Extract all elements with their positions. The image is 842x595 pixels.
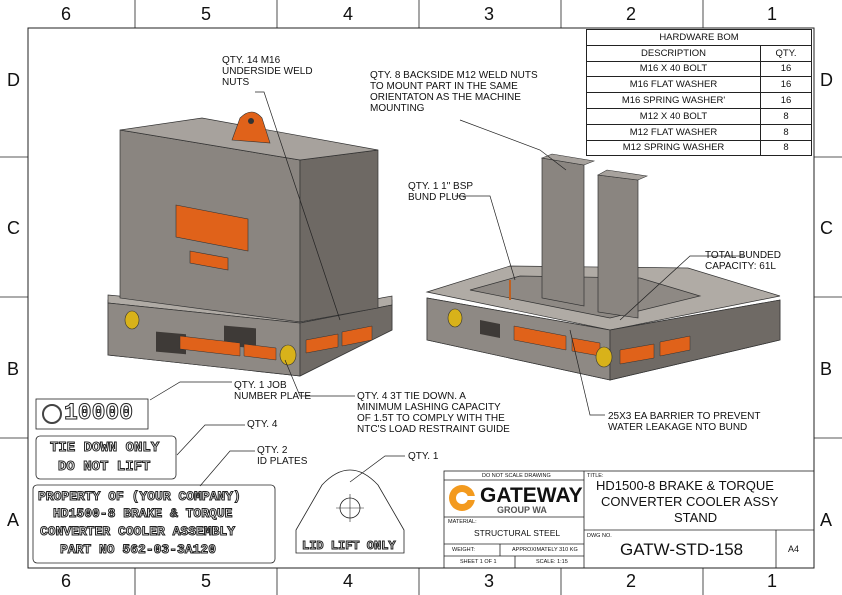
zone-col-2: 2 [626, 4, 637, 24]
job-number-text: 10000 [63, 400, 134, 427]
dwg-label: DWG NO. [587, 533, 612, 539]
title-line3: STAND [674, 510, 718, 525]
dwg-number: GATW-STD-158 [620, 540, 744, 559]
zone-row-a-right: A [820, 510, 833, 530]
zone-row-b: B [7, 359, 20, 379]
zone-col-6-bottom: 6 [61, 571, 72, 591]
bom-qty: 8 [760, 139, 812, 157]
zone-row-a: A [7, 510, 20, 530]
tie-down-line1: TIE DOWN ONLY [49, 440, 160, 457]
id-line1: PROPERTY OF (YOUR COMPANY) [38, 489, 242, 505]
id-line2: HD1500-8 BRAKE & TORQUE [52, 506, 233, 522]
title-label: TITLE: [587, 473, 604, 479]
title-block [443, 470, 815, 569]
lid-lift-plate [295, 469, 405, 554]
bom-row: M16 SPRING WASHER'16 [586, 92, 812, 109]
zone-col-2-bottom: 2 [626, 571, 637, 591]
zone-col-6: 6 [61, 4, 72, 24]
note-bund-plug: QTY. 1 1" BSP BUND PLUG [408, 181, 474, 203]
lid-lift-text: LID LIFT ONLY [302, 539, 397, 554]
tie-down-line2: DO NOT LIFT [57, 459, 151, 476]
zone-row-d: D [7, 70, 20, 90]
gateway-logo-icon [449, 485, 475, 511]
note-m16-weld-nuts: QTY. 14 M16 UNDERSIDE WELD NUTS [222, 55, 313, 88]
material-label: MATERIAL: [448, 519, 477, 525]
title-line1: HD1500-8 BRAKE & TORQUE [596, 478, 774, 493]
zone-col-5: 5 [201, 4, 212, 24]
note-barrier: 25X3 EA BARRIER TO PREVENT WATER LEAKAGE… [608, 411, 761, 433]
note-bunded-capacity: TOTAL BUNDED CAPACITY: 61L [705, 250, 781, 272]
leader-lines [149, 91, 745, 487]
zone-col-4: 4 [343, 4, 354, 24]
zone-col-1-bottom: 1 [767, 571, 778, 591]
zone-row-b-right: B [820, 359, 833, 379]
job-number-plate [35, 398, 149, 430]
zone-row-d-right: D [820, 70, 833, 90]
zone-col-5-bottom: 5 [201, 571, 212, 591]
note-job-plate: QTY. 1 JOB NUMBER PLATE [234, 380, 312, 402]
weight-label: WEIGHT: [452, 547, 475, 553]
note-m12-weld-nuts: QTY. 8 BACKSIDE M12 WELD NUTS TO MOUNT P… [370, 70, 538, 114]
zone-row-c: C [7, 218, 20, 238]
note-tie-down: QTY. 4 3T TIE DOWN. A MINIMUM LASHING CA… [357, 391, 510, 435]
sheet-value: SHEET 1 OF 1 [460, 559, 497, 565]
do-not-scale: DO NOT SCALE DRAWING [482, 473, 551, 479]
zone-col-1: 1 [767, 4, 778, 24]
zone-row-c-right: C [820, 218, 833, 238]
closed-assembly-view [107, 111, 393, 377]
company-sub: GROUP WA [497, 505, 547, 515]
id-line4: PART NO 562-03-3A120 [59, 542, 217, 558]
bom-description: M12 SPRING WASHER [586, 139, 761, 157]
weight-value: APPROXIMATELY 310 KG [512, 547, 578, 553]
note-qty1: QTY. 1 [408, 451, 439, 462]
id-line3: CONVERTER COOLER ASSEMBLY [39, 524, 236, 540]
zone-col-4-bottom: 4 [343, 571, 354, 591]
scale-value: SCALE: 1:15 [536, 559, 568, 565]
title-line2: CONVERTER COOLER ASSY [601, 494, 779, 509]
id-plate [32, 484, 276, 564]
open-stand-view [425, 153, 781, 381]
note-qty4: QTY. 4 [247, 419, 278, 430]
zone-col-3: 3 [484, 4, 495, 24]
zone-col-3-bottom: 3 [484, 571, 495, 591]
tie-down-plate [35, 435, 177, 480]
company-name: GATEWAY [480, 484, 583, 507]
material-value: STRUCTURAL STEEL [474, 528, 561, 538]
paper-size: A4 [788, 544, 800, 554]
note-id-plates: QTY. 2 ID PLATES [257, 445, 308, 467]
